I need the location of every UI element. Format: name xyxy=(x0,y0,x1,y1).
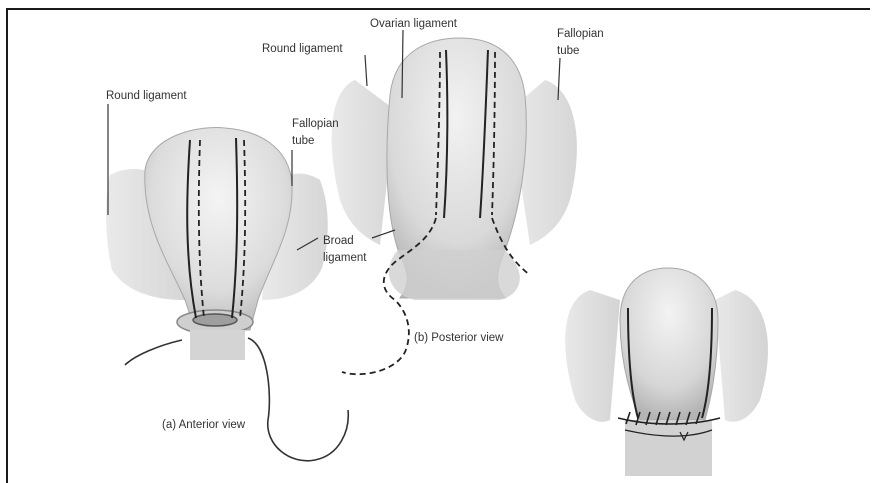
label-fallopian-a-line1: Fallopian xyxy=(292,118,339,130)
label-round-ligament-b: Round ligament xyxy=(262,43,343,55)
label-fallopian-b-line2: tube xyxy=(557,45,579,57)
completed-view-figure xyxy=(565,268,768,476)
label-broad-line1: Broad xyxy=(323,235,354,247)
label-fallopian-b-line1: Fallopian xyxy=(557,28,604,40)
label-fallopian-a-line2: tube xyxy=(292,135,314,147)
caption-anterior-view: (a) Anterior view xyxy=(162,419,246,431)
caption-posterior-view: (b) Posterior view xyxy=(414,332,504,344)
posterior-view-figure xyxy=(332,38,577,374)
label-ovarian-ligament: Ovarian ligament xyxy=(370,18,458,30)
anterior-view-figure xyxy=(106,127,348,460)
label-round-ligament-a: Round ligament xyxy=(106,90,187,102)
label-broad-line2: ligament xyxy=(323,252,367,264)
